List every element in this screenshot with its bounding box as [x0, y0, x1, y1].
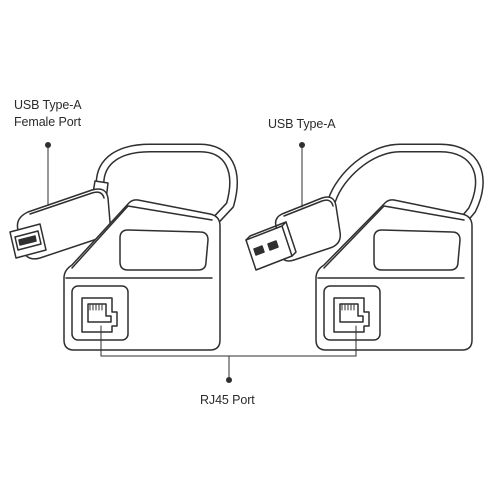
usb-male-plug-top — [245, 221, 287, 241]
right-rj45-jack — [333, 297, 370, 333]
callout-lines — [47, 144, 357, 381]
right-rj45-top-face — [323, 205, 465, 269]
left-rj45-pins — [89, 304, 103, 311]
usb-male-body-edge — [283, 199, 334, 217]
right-cable-inner — [329, 145, 483, 225]
right-rj45-jack-inner — [339, 303, 364, 323]
left-cable-inner — [97, 145, 237, 223]
callout-usb-female-dot — [45, 142, 51, 148]
callout-rj45-dot — [226, 377, 232, 383]
label-usb-female: USB Type-A Female Port — [14, 97, 82, 131]
callout-dots — [45, 142, 305, 383]
left-adapter — [9, 143, 238, 351]
right-adapter — [245, 143, 484, 351]
usb-male-plug-hole-2 — [267, 240, 279, 251]
right-rj45-pins — [341, 304, 355, 311]
left-rj45-top-face — [71, 205, 213, 269]
label-usb-male: USB Type-A — [268, 116, 336, 133]
callout-usb-male-dot — [299, 142, 305, 148]
right-rj45-top-panel — [373, 229, 461, 271]
label-rj45: RJ45 Port — [200, 392, 255, 409]
label-rj45-line1: RJ45 Port — [200, 393, 255, 407]
usb-female-slot — [18, 235, 37, 246]
left-rj45-top-panel — [119, 229, 209, 271]
usb-male-plug-side — [285, 221, 297, 257]
label-usb-male-line1: USB Type-A — [268, 117, 336, 131]
usb-male-plug-hole-1 — [253, 245, 265, 256]
label-usb-female-line2: Female Port — [14, 115, 81, 129]
left-rj45-jack — [81, 297, 118, 333]
label-usb-female-line1: USB Type-A — [14, 98, 82, 112]
left-rj45-jack-inner — [87, 303, 112, 323]
usb-female-top-edge — [29, 191, 105, 215]
